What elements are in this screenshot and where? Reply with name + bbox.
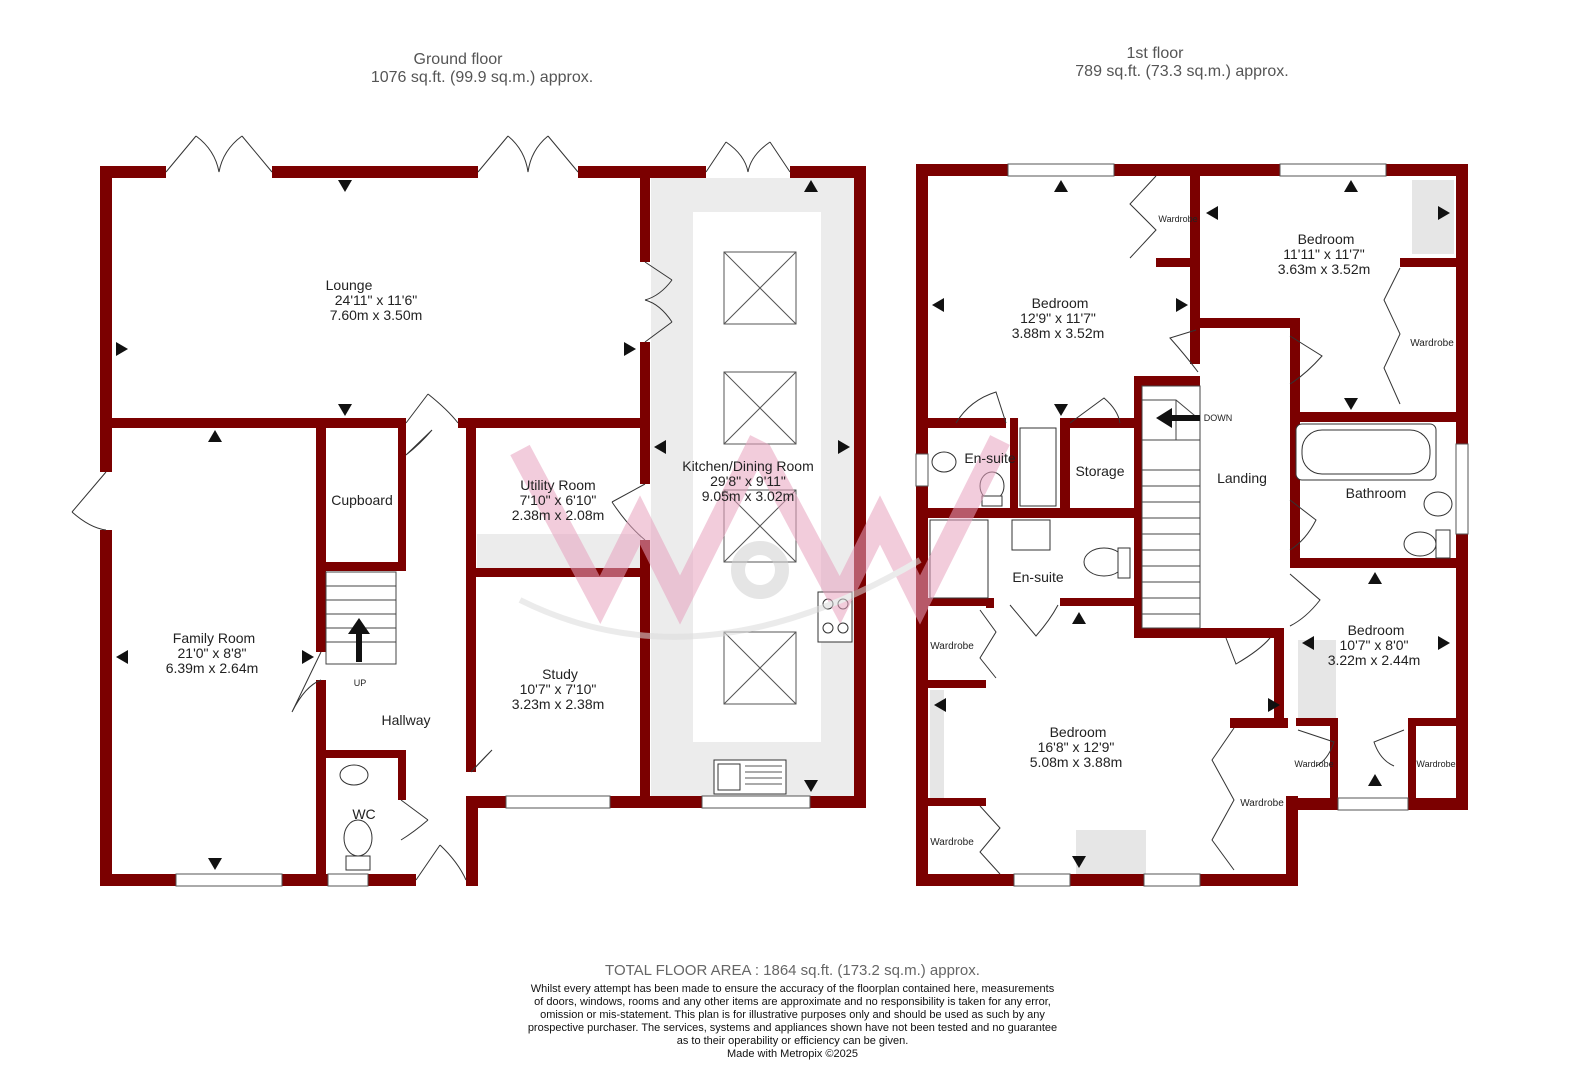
bedroom2-metric: 3.63m x 3.52m	[1278, 261, 1371, 277]
disclaimer-line: prospective purchaser. The services, sys…	[527, 1022, 1058, 1034]
wardrobe-label-bed3-b: Wardrobe	[930, 837, 974, 848]
disclaimer-line: omission or mis-statement. This plan is …	[540, 1009, 1045, 1021]
first-interior-walls	[916, 164, 1468, 808]
study-imperial: 10'7" x 7'10"	[520, 681, 597, 697]
ensuite2-name: En-suite	[1012, 569, 1064, 585]
wc-fixtures-icon	[339, 764, 373, 871]
kitchen-window	[701, 795, 811, 809]
dining-table-area	[693, 212, 821, 742]
bedroom4-imperial: 10'7" x 8'0"	[1340, 637, 1409, 653]
bedroom3-metric: 5.08m x 3.88m	[1030, 754, 1123, 770]
wc-name: WC	[352, 806, 375, 822]
ground-floor-title: Ground floor	[414, 51, 504, 68]
bedroom2-imperial: 11'11" x 11'7"	[1283, 246, 1364, 262]
wardrobe-label-bed1: Wardrobe	[1158, 214, 1197, 224]
study-window	[505, 795, 611, 809]
first-floor-plan	[915, 163, 1469, 887]
bedroom3-name: Bedroom	[1050, 724, 1107, 740]
wardrobe-label-bed4-a: Wardrobe	[1294, 759, 1333, 769]
family-window	[175, 873, 283, 887]
disclaimer-line: as to their operability or efficiency ca…	[676, 1035, 909, 1047]
lounge-name: Lounge	[326, 277, 373, 293]
first-dimension-arrows	[932, 180, 1450, 868]
wardrobe-label-bed4-b: Wardrobe	[1416, 759, 1455, 769]
study-metric: 3.23m x 2.38m	[512, 696, 605, 712]
kitchen-name: Kitchen/Dining Room	[682, 458, 814, 474]
wc-window	[327, 873, 369, 887]
first-doors	[955, 175, 1405, 875]
lounge-imperial: 24'11" x 11'6"	[335, 292, 418, 308]
bedroom1-imperial: 12'9" x 11'7"	[1020, 310, 1096, 326]
family-room-metric: 6.39m x 2.64m	[166, 660, 259, 676]
kitchen-metric: 9.05m x 3.02m	[702, 488, 795, 504]
wardrobe-label-bed2: Wardrobe	[1410, 338, 1454, 349]
bedroom2-name: Bedroom	[1298, 231, 1355, 247]
bedroom3-imperial: 16'8" x 12'9"	[1038, 739, 1115, 755]
first-floor-title: 1st floor	[1127, 45, 1185, 62]
first-floor-area: 789 sq.ft. (73.3 sq.m.) approx.	[1075, 63, 1288, 80]
kitchen-imperial: 29'8" x 9'11"	[710, 473, 786, 489]
stairs-down-label: DOWN	[1204, 413, 1233, 423]
first-stairs	[1141, 385, 1201, 629]
disclaimer-line: Whilst every attempt has been made to en…	[530, 983, 1055, 995]
ground-stairs	[325, 571, 397, 665]
utility-metric: 2.38m x 2.08m	[512, 507, 605, 523]
floor-headings: Ground floor 1076 sq.ft. (99.9 sq.m.) ap…	[371, 45, 1289, 86]
disclaimer-line: of doors, windows, rooms and any other i…	[534, 996, 1051, 1008]
bedroom4-metric: 3.22m x 2.44m	[1328, 652, 1421, 668]
ensuite1-name: En-suite	[964, 450, 1016, 466]
footer: TOTAL FLOOR AREA : 1864 sq.ft. (173.2 sq…	[0, 962, 1585, 1061]
wardrobe-label-bed3-a: Wardrobe	[930, 641, 974, 652]
bedroom1-name: Bedroom	[1032, 295, 1089, 311]
landing-name: Landing	[1217, 470, 1267, 486]
ground-floor-plan	[71, 135, 866, 887]
study-name: Study	[542, 666, 578, 682]
utility-imperial: 7'10" x 6'10"	[520, 492, 597, 508]
bedroom4-name: Bedroom	[1348, 622, 1405, 638]
utility-name: Utility Room	[520, 477, 595, 493]
bathroom-fixtures-icon	[1295, 423, 1453, 559]
wardrobe-label-bed3-c: Wardrobe	[1240, 798, 1284, 809]
total-floor-area: TOTAL FLOOR AREA : 1864 sq.ft. (173.2 sq…	[605, 962, 980, 979]
french-doors	[71, 135, 791, 881]
storage-name: Storage	[1075, 463, 1124, 479]
stairs-up-label: UP	[354, 678, 367, 688]
sink-icon	[713, 759, 787, 795]
family-room-name: Family Room	[173, 630, 255, 646]
bedroom1-metric: 3.88m x 3.52m	[1012, 325, 1105, 341]
ground-dimension-arrows	[116, 180, 850, 870]
ground-interior-walls	[100, 166, 650, 886]
agent-logo-watermark	[510, 435, 1010, 640]
bathroom-name: Bathroom	[1346, 485, 1407, 501]
room-labels: Lounge 24'11" x 11'6" 7.60m x 3.50m Fami…	[166, 214, 1456, 848]
cupboard-name: Cupboard	[331, 492, 393, 508]
ground-floor-area: 1076 sq.ft. (99.9 sq.m.) approx.	[371, 69, 593, 86]
metropix-credit: Made with Metropix ©2025	[726, 1048, 858, 1060]
family-room-imperial: 21'0" x 8'8"	[178, 645, 247, 661]
lounge-metric: 7.60m x 3.50m	[330, 307, 423, 323]
hallway-name: Hallway	[381, 712, 430, 728]
